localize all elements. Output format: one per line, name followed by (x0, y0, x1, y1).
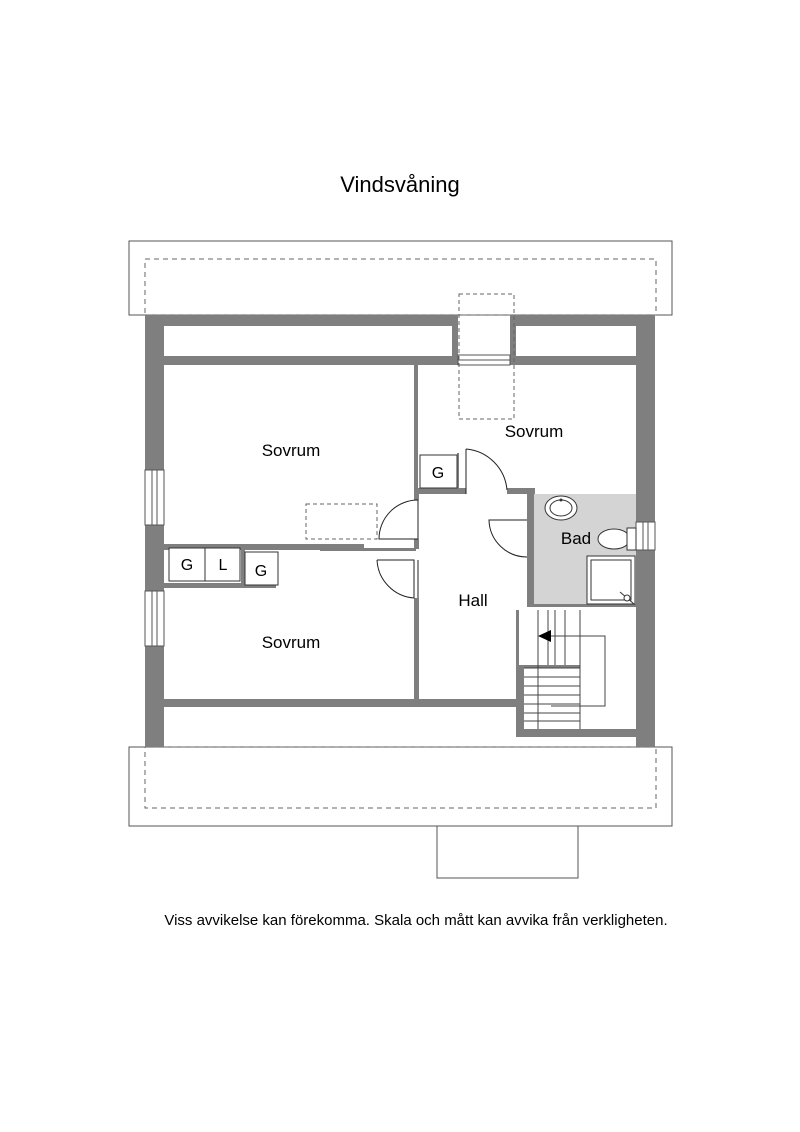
roof-outline-bottom (128, 746, 673, 827)
balcony (436, 825, 579, 879)
stair-arrow-icon (538, 630, 551, 642)
window-left-top (144, 469, 165, 526)
room-label-bath: Bad (561, 529, 591, 548)
disclaimer-text: Viss avvikelse kan förekomma. Skala och … (164, 912, 668, 929)
window-chimney (457, 354, 511, 366)
closet-left-g-box (168, 547, 206, 582)
room-label-bedroom-top-left: Sovrum (262, 441, 321, 460)
skylight-dashed (458, 293, 515, 420)
closet-top-right-box (419, 454, 458, 489)
room-label-hall: Hall (458, 591, 487, 610)
room-label-bedroom-bottom-left: Sovrum (262, 633, 321, 652)
sink-icon (544, 495, 578, 521)
closet-label-bottom: G (255, 563, 267, 580)
plan-title: Vindsvåning (340, 172, 460, 197)
closet-label-left-l: L (219, 557, 228, 574)
window-left-bottom (144, 590, 165, 647)
shower-icon (586, 555, 636, 605)
roof-dashed-bottom (144, 746, 657, 809)
closet-label-left-g: G (181, 557, 193, 574)
room-label-bedroom-top-right: Sovrum (505, 422, 564, 441)
window-right (635, 521, 656, 551)
toilet-icon (597, 527, 637, 551)
door-swings (376, 448, 528, 599)
roof-outline-top (128, 240, 673, 316)
closet-bottom-box (244, 551, 279, 586)
closet-label-top-right: G (432, 465, 444, 482)
closet-left-l-box (204, 547, 241, 582)
skylight-dashed-left (305, 503, 378, 540)
roof-dashed-top (144, 258, 657, 316)
staircase (524, 610, 606, 729)
